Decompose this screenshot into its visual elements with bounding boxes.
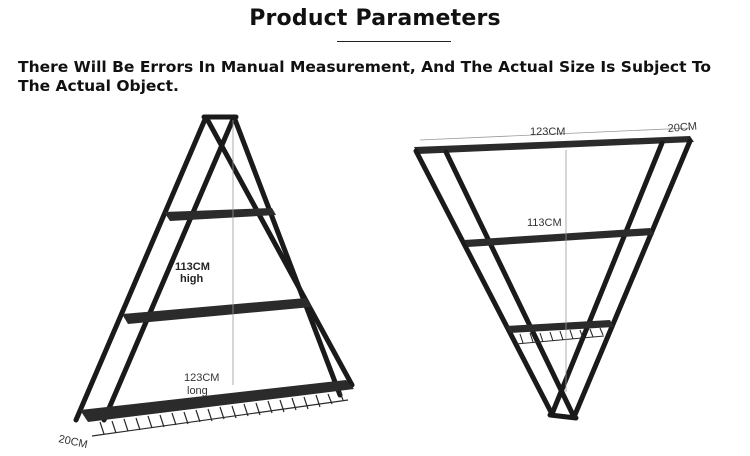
middle-shelf-board bbox=[122, 298, 312, 324]
inverted-bottom-shelf bbox=[506, 320, 614, 333]
left-width-value: 123CM bbox=[184, 372, 219, 384]
left-height-word: high bbox=[180, 273, 203, 285]
title-underline bbox=[337, 41, 451, 42]
inverted-triangle-shelf: 123CM 20CM 113CM bbox=[413, 120, 697, 421]
inverted-glass-rack bbox=[515, 327, 605, 345]
inverted-middle-shelf bbox=[464, 228, 654, 247]
left-width-word: long bbox=[187, 385, 208, 397]
page-title: Product Parameters bbox=[249, 6, 501, 31]
left-depth-value: 20CM bbox=[57, 433, 88, 451]
top-shelf-board bbox=[164, 208, 276, 221]
right-width-value: 123CM bbox=[530, 126, 565, 138]
left-height-value: 113CM bbox=[175, 261, 210, 273]
upright-frame bbox=[73, 114, 355, 423]
upright-shelves bbox=[80, 208, 354, 422]
glass-rack bbox=[91, 391, 349, 437]
right-height-value: 113CM bbox=[527, 217, 562, 229]
inverted-frame bbox=[413, 138, 693, 421]
top-board bbox=[414, 136, 694, 154]
bottom-shelf-board bbox=[80, 380, 354, 422]
measurement-notice: There Will Be Errors In Manual Measureme… bbox=[18, 58, 712, 95]
width-dimension-line bbox=[419, 127, 691, 141]
upright-triangle-shelf: 113CM high 123CM long 20CM bbox=[57, 114, 355, 451]
right-depth-value: 20CM bbox=[667, 120, 697, 135]
